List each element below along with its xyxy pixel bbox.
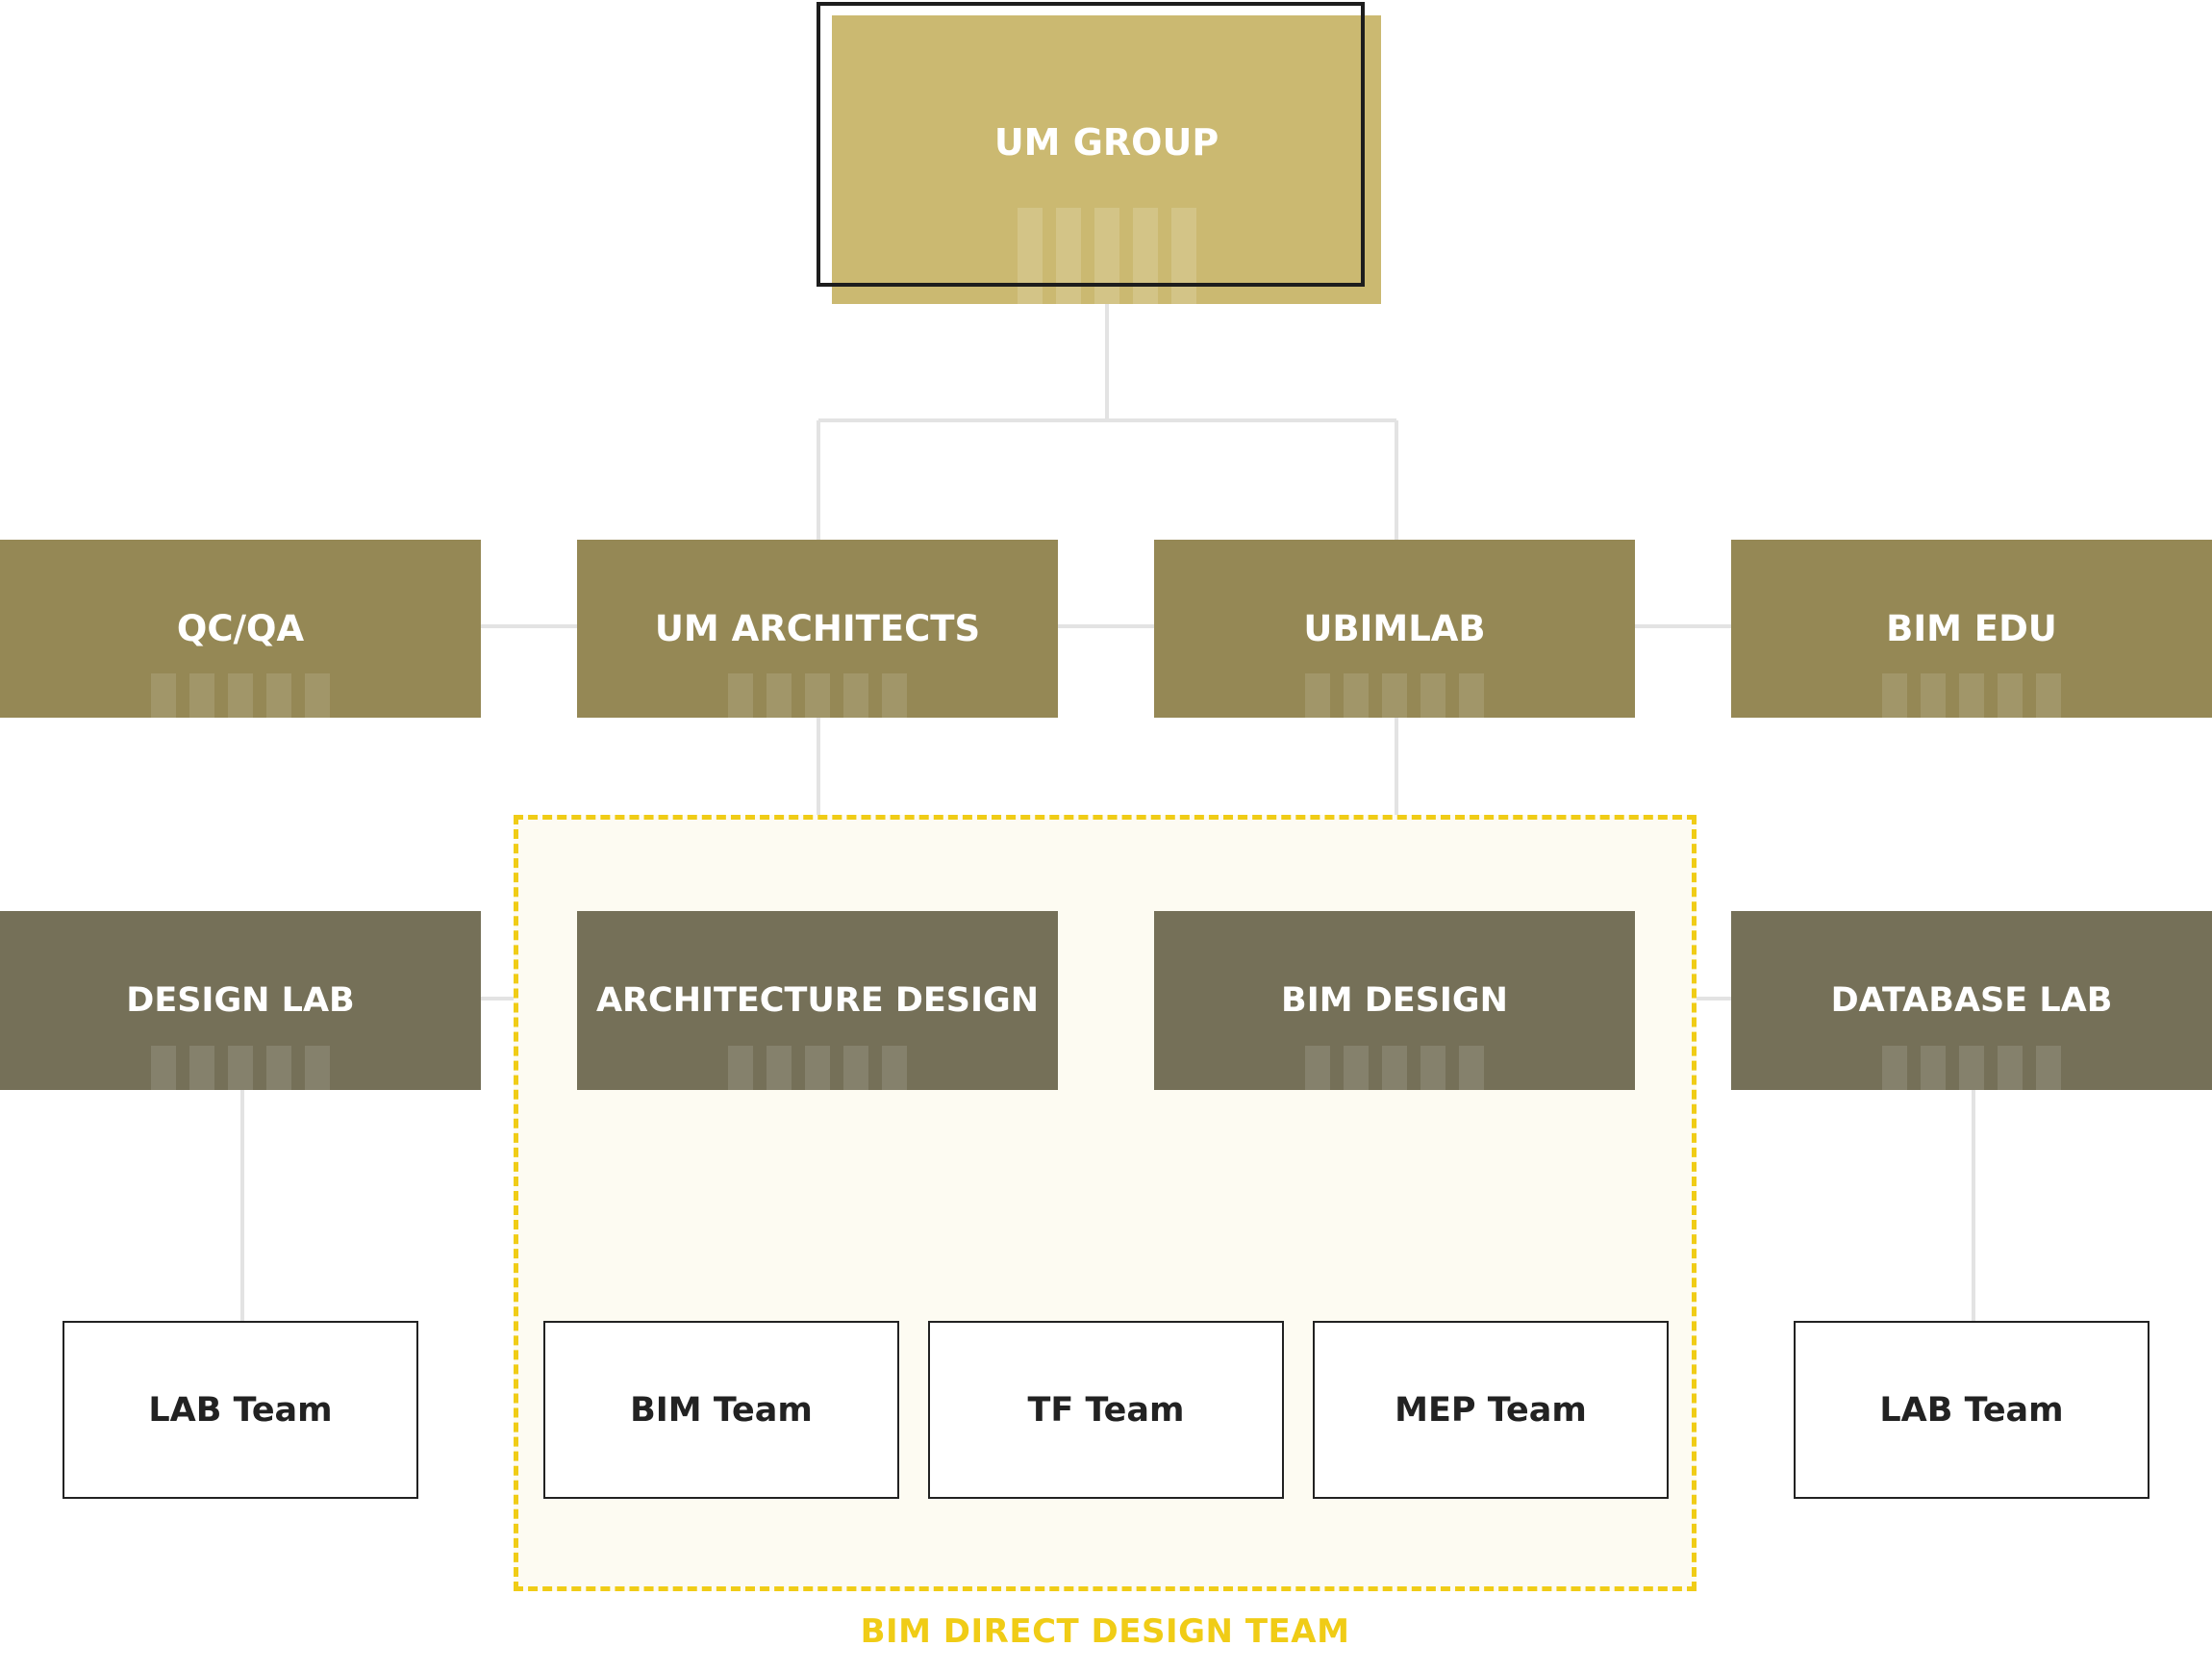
node-decoration: [1017, 208, 1196, 304]
node-tf-team[interactable]: TF Team: [928, 1321, 1284, 1499]
node-label: DESIGN LAB: [126, 981, 355, 1020]
node-um-architects[interactable]: UM ARCHITECTS: [577, 540, 1058, 718]
node-um-group[interactable]: UM GROUP: [832, 15, 1381, 304]
node-label: BIM DESIGN: [1281, 981, 1508, 1020]
node-label: LAB Team: [1879, 1390, 2064, 1430]
node-label: LAB Team: [148, 1390, 333, 1430]
node-lab-team-left[interactable]: LAB Team: [63, 1321, 418, 1499]
node-label: UM GROUP: [993, 121, 1219, 164]
node-label: BIM Team: [630, 1390, 813, 1430]
node-lab-team-right[interactable]: LAB Team: [1794, 1321, 2149, 1499]
node-bim-team[interactable]: BIM Team: [543, 1321, 899, 1499]
node-label: DATABASE LAB: [1830, 981, 2113, 1020]
node-design-lab[interactable]: DESIGN LAB: [0, 911, 481, 1090]
node-decoration: [1305, 673, 1484, 718]
highlight-caption: BIM DIRECT DESIGN TEAM: [860, 1612, 1350, 1651]
node-label: BIM EDU: [1886, 608, 2057, 649]
node-decoration: [728, 673, 907, 718]
node-decoration: [151, 1046, 330, 1090]
node-decoration: [1305, 1046, 1484, 1090]
node-ubimlab[interactable]: UBIMLAB: [1154, 540, 1635, 718]
node-decoration: [728, 1046, 907, 1090]
node-bim-edu[interactable]: BIM EDU: [1731, 540, 2212, 718]
node-architecture-design[interactable]: ARCHITECTURE DESIGN: [577, 911, 1058, 1090]
node-mep-team[interactable]: MEP Team: [1313, 1321, 1669, 1499]
node-label: TF Team: [1027, 1390, 1185, 1430]
node-label: ARCHITECTURE DESIGN: [595, 981, 1040, 1020]
node-bim-design[interactable]: BIM DESIGN: [1154, 911, 1635, 1090]
node-label: UM ARCHITECTS: [654, 608, 981, 649]
node-qc-qa[interactable]: QC/QA: [0, 540, 481, 718]
node-database-lab[interactable]: DATABASE LAB: [1731, 911, 2212, 1090]
node-label: UBIMLAB: [1303, 608, 1486, 649]
node-label: MEP Team: [1395, 1390, 1587, 1430]
node-label: QC/QA: [176, 608, 305, 649]
node-decoration: [1882, 673, 2061, 718]
node-decoration: [1882, 1046, 2061, 1090]
node-decoration: [151, 673, 330, 718]
